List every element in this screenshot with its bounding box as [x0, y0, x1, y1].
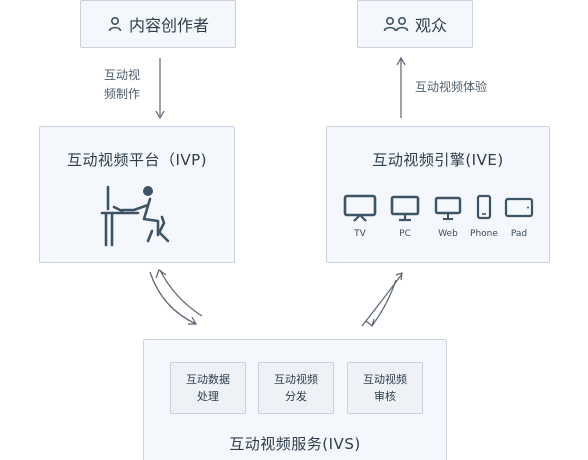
arrow-creator-label-line1: 互动视 — [104, 68, 141, 82]
ivs-module-review: 互动视频 审核 — [347, 362, 423, 414]
device-pc-label: PC — [399, 229, 411, 239]
device-web-label: Web — [438, 229, 458, 239]
content-creator-box: 内容创作者 — [80, 0, 236, 48]
ivs-module-2-line1: 互动视频 — [274, 373, 318, 386]
ive-title: 互动视频引擎(IVE) — [372, 151, 504, 169]
arrow-ivs-ive-bidirectional — [361, 272, 403, 328]
web-monitor-icon — [434, 196, 462, 220]
ivs-box: 互动数据 处理 互动视频 分发 互动视频 审核 互动视频服务(IVS) — [143, 339, 447, 460]
arrow-ive-to-audience — [396, 56, 406, 118]
tv-icon — [343, 194, 377, 222]
people-icon — [383, 16, 409, 32]
device-pc: PC — [385, 193, 425, 239]
device-web: Web — [428, 193, 468, 239]
device-tv-label: TV — [354, 229, 366, 239]
tablet-icon — [504, 197, 534, 218]
ivs-module-data-processing: 互动数据 处理 — [170, 362, 246, 414]
device-phone: Phone — [464, 193, 504, 239]
arrow-creator-label-line2: 频制作 — [104, 87, 141, 101]
person-at-desk-icon — [98, 183, 178, 249]
device-tv: TV — [340, 193, 380, 239]
ivs-title: 互动视频服务(IVS) — [229, 435, 361, 453]
content-creator-label: 内容创作者 — [128, 16, 209, 35]
device-pad: Pad — [499, 193, 539, 239]
ivs-module-3-line2: 审核 — [374, 390, 396, 403]
arrow-creator-to-ivp — [155, 58, 165, 120]
audience-box: 观众 — [357, 0, 473, 48]
ivs-module-1-line1: 互动数据 — [186, 373, 230, 386]
audience-label: 观众 — [414, 16, 447, 35]
ivs-module-1-line2: 处理 — [197, 390, 219, 403]
ive-box: 互动视频引擎(IVE) TV PC Web Phone Pad — [326, 126, 550, 263]
arrow-ivp-ivs-bidirectional — [149, 269, 203, 325]
arrow-ive-label: 互动视频体验 — [415, 80, 488, 94]
device-pad-label: Pad — [510, 229, 528, 239]
device-phone-label: Phone — [470, 229, 498, 239]
arrow-creator-label: 互动视 频制作 — [104, 66, 140, 104]
pc-monitor-icon — [390, 195, 420, 222]
ivs-module-distribution: 互动视频 分发 — [258, 362, 334, 414]
phone-icon — [476, 194, 492, 220]
ivp-box: 互动视频平台（IVP) — [39, 126, 235, 263]
ivs-module-2-line2: 分发 — [285, 390, 307, 403]
person-icon — [107, 16, 123, 32]
ivp-title: 互动视频平台（IVP) — [66, 151, 208, 169]
ivs-module-3-line1: 互动视频 — [363, 373, 407, 386]
